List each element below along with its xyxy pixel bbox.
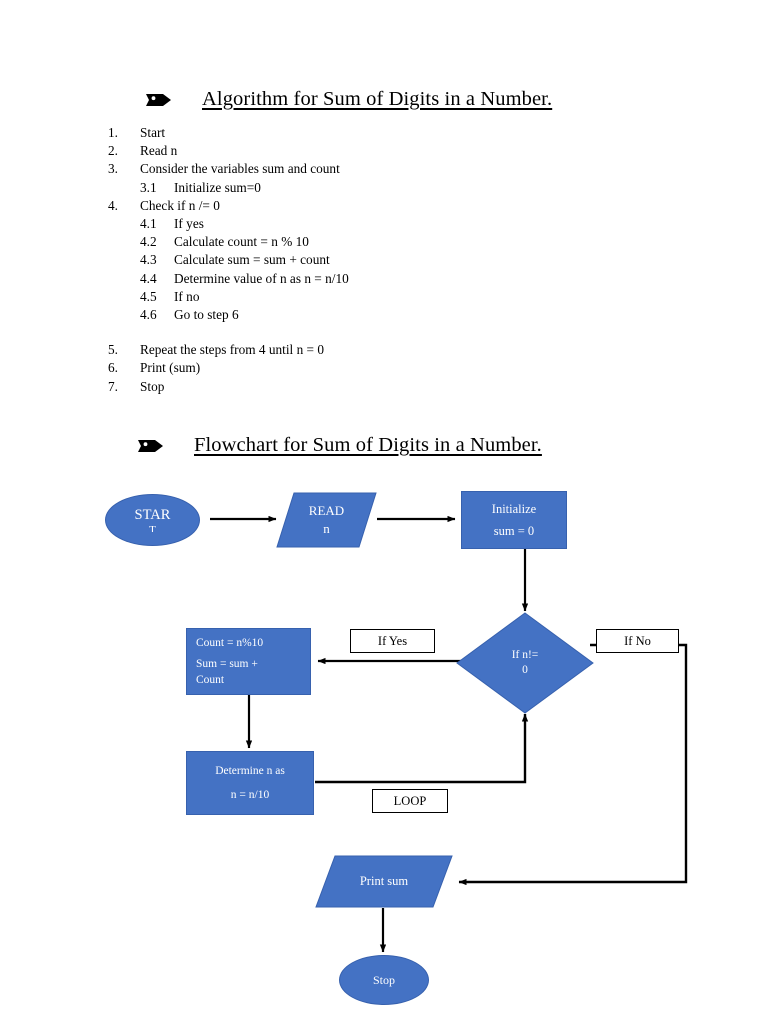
flow-node-start-line2: T (149, 524, 156, 532)
flow-node-initialize[interactable]: Initialize sum = 0 (461, 491, 567, 549)
list-item: 6. Print (sum) (108, 359, 548, 377)
step-number: 4.4 (140, 270, 157, 286)
flow-node-determine-line2: n = n/10 (230, 789, 270, 801)
flow-node-count-sum-line1: Count = n%10 (196, 637, 264, 649)
flow-node-start[interactable]: STAR T (105, 494, 200, 546)
list-item: 2. Read n (108, 142, 548, 160)
step-number: 4. (108, 197, 118, 213)
flag-arrow-bullet-icon (138, 439, 163, 452)
step-number: 4.6 (140, 307, 157, 323)
step-text: Consider the variables sum and count (140, 161, 340, 177)
step-number: 4.5 (140, 288, 157, 304)
connector-label-loop-text: LOOP (393, 793, 427, 808)
list-item: 1. Start (108, 124, 548, 142)
connector-label-if-yes[interactable]: If Yes (350, 629, 435, 653)
step-text: Repeat the steps from 4 until n = 0 (140, 342, 325, 358)
flow-node-determine-line1: Determine n as (215, 765, 285, 777)
flow-node-initialize-line2: sum = 0 (493, 524, 535, 538)
flow-node-read[interactable]: READ n (276, 492, 377, 548)
list-item: 4.5 If no (108, 288, 548, 306)
step-text: Initialize sum=0 (174, 179, 261, 195)
flow-node-count-sum-line3: Count (196, 674, 225, 686)
flag-arrow-bullet-icon (146, 93, 171, 106)
flow-node-stop-line1: Stop (372, 973, 395, 987)
flow-node-count-sum-line2: Sum = sum + (196, 658, 258, 670)
flow-node-determine[interactable]: Determine n as n = n/10 (186, 751, 314, 815)
step-number: 3. (108, 161, 118, 177)
step-text: Determine value of n as n = n/10 (174, 270, 349, 286)
algorithm-heading: Algorithm for Sum of Digits in a Number. (146, 88, 552, 111)
list-item: 4. Check if n /= 0 (108, 197, 548, 215)
step-number: 7. (108, 378, 118, 394)
step-number: 3.1 (140, 179, 157, 195)
flow-node-initialize-line1: Initialize (491, 502, 537, 516)
list-item: 4.4 Determine value of n as n = n/10 (108, 270, 548, 288)
step-text: Go to step 6 (174, 307, 239, 323)
algorithm-steps-list: 1. Start 2. Read n 3. Consider the varia… (108, 124, 548, 396)
step-number: 2. (108, 143, 118, 159)
step-text: If no (174, 288, 200, 304)
algorithm-heading-text: Algorithm for Sum of Digits in a Number. (202, 88, 553, 110)
list-item: 7. Stop (108, 378, 548, 396)
flow-node-print[interactable]: Print sum (315, 855, 453, 908)
step-number: 4.3 (140, 252, 157, 268)
step-number: 5. (108, 342, 118, 358)
step-text: Stop (140, 378, 165, 394)
list-item: 4.1 If yes (108, 215, 548, 233)
list-item: 5. Repeat the steps from 4 until n = 0 (108, 341, 548, 359)
connector-label-if-no-text: If No (624, 633, 651, 648)
step-text: Print (sum) (140, 360, 201, 376)
step-text: Start (140, 125, 166, 140)
list-item: 4.3 Calculate sum = sum + count (108, 251, 548, 269)
step-text: Read n (140, 143, 178, 159)
flowchart-heading: Flowchart for Sum of Digits in a Number. (138, 434, 542, 457)
step-number: 6. (108, 360, 118, 376)
flow-node-count-sum[interactable]: Count = n%10 Sum = sum + Count (186, 628, 311, 695)
flowchart-heading-text: Flowchart for Sum of Digits in a Number. (194, 434, 542, 456)
connector-label-loop[interactable]: LOOP (372, 789, 448, 813)
connector-loop-back-to-decision (315, 713, 529, 784)
list-item: 4.6 Go to step 6 (108, 306, 548, 324)
step-text: Check if n /= 0 (140, 197, 220, 213)
list-item: 4.2 Calculate count = n % 10 (108, 233, 548, 251)
step-text: Calculate sum = sum + count (174, 252, 330, 268)
list-item: 3.1 Initialize sum=0 (108, 179, 548, 197)
list-item: 3. Consider the variables sum and count (108, 160, 548, 178)
step-text: If yes (174, 216, 204, 232)
step-number: 1. (108, 125, 118, 140)
connector-label-if-yes-text: If Yes (377, 633, 408, 648)
step-number: 4.1 (140, 216, 157, 232)
connector-label-if-no[interactable]: If No (596, 629, 679, 653)
step-text: Calculate count = n % 10 (174, 234, 309, 250)
flow-node-stop[interactable]: Stop (339, 955, 429, 1005)
flow-node-decision[interactable]: If n!= 0 (456, 612, 594, 714)
flow-node-start-line1: STAR (134, 507, 171, 523)
step-number: 4.2 (140, 234, 157, 250)
